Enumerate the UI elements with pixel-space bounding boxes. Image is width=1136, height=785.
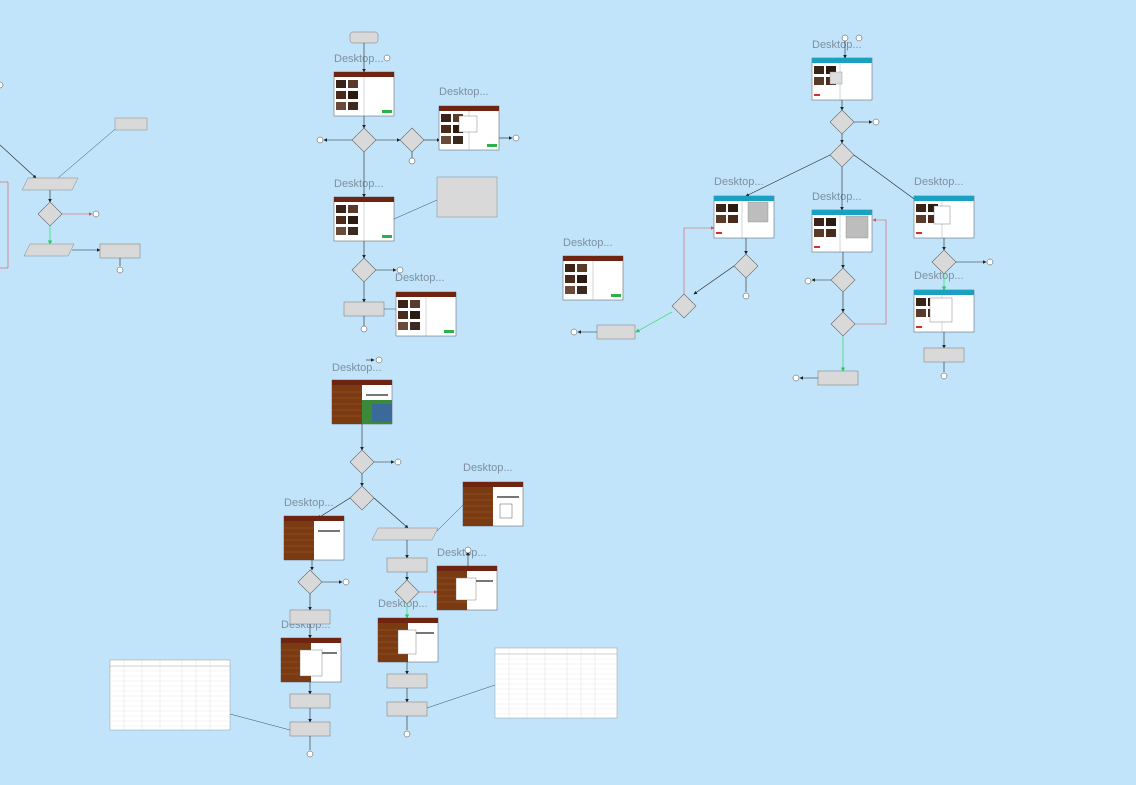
frame-label: Desktop... — [334, 53, 384, 65]
frame-label: Desktop... — [395, 272, 445, 284]
report-table-right — [494, 647, 618, 719]
payment-flow — [229, 356, 524, 758]
frame-label: Desktop... — [284, 497, 334, 509]
report-table-left — [109, 659, 231, 731]
frame-label: Desktop... — [563, 237, 613, 249]
frame-label: Desktop... — [812, 39, 862, 51]
left-flow — [0, 81, 148, 274]
frame-label: Desktop... — [914, 270, 964, 282]
frame-label: Desktop... — [332, 362, 382, 374]
frame-label: Desktop... — [334, 178, 384, 190]
frame-label: Desktop... — [914, 176, 964, 188]
frame-label: Desktop... — [378, 598, 428, 610]
center-top-flow — [316, 31, 520, 337]
frame-label: Desktop... — [439, 86, 489, 98]
frame-label: Desktop... — [812, 191, 862, 203]
frame-label: Desktop... — [437, 547, 487, 559]
admin-flow — [562, 34, 994, 386]
frame-label: Desktop... — [714, 176, 764, 188]
frame-label: Desktop... — [463, 462, 513, 474]
